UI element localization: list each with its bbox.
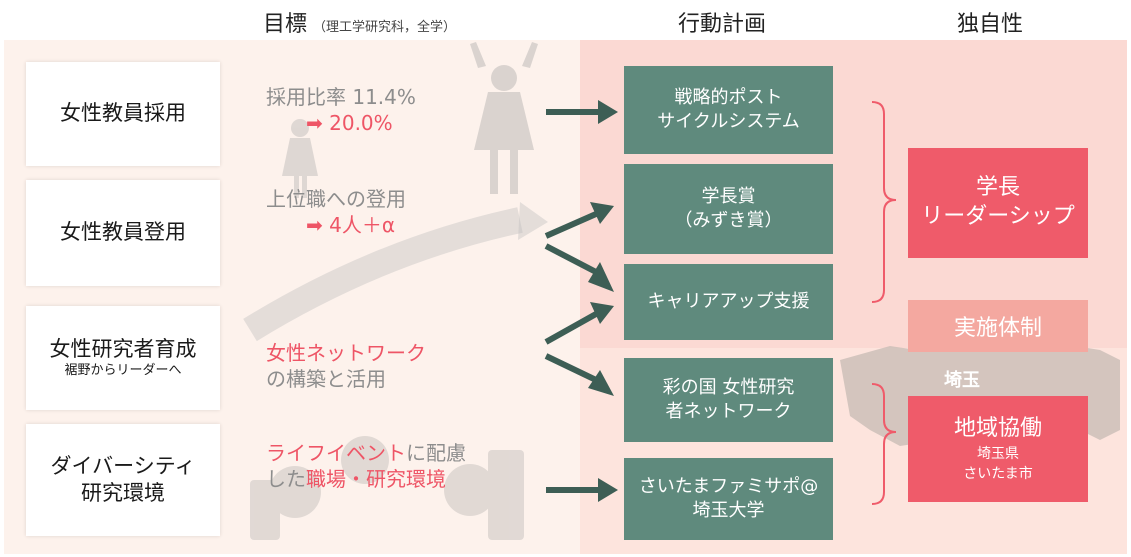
goals-header: 目標 （理工学研究科，全学） xyxy=(263,6,456,38)
unique-implementation-system: 実施体制 xyxy=(908,300,1088,352)
map-label: 埼玉 xyxy=(944,370,980,391)
left-box-researcher-development: 女性研究者育成 裾野からリーダーへ xyxy=(26,306,220,410)
arrow-promote-to-career xyxy=(544,243,598,275)
goal-promotion-line2: ➡ 4人＋α xyxy=(306,213,396,237)
goals-header-sub: （理工学研究科，全学） xyxy=(313,20,457,35)
goal-promotion-line1: 上位職への登用 xyxy=(266,187,406,211)
action-saitama-network: 彩の国 女性研究 者ネットワーク xyxy=(624,358,833,442)
flow-arrows xyxy=(544,100,618,502)
arrow-recruit-to-post-head xyxy=(598,100,618,124)
goal-environment-line2-pink: 職場・研究環境 xyxy=(306,467,446,491)
woman-figure-small xyxy=(282,119,318,198)
unique-regional-sub2: さいたま市 xyxy=(963,466,1033,483)
goal-network-line1: 女性ネットワーク xyxy=(266,341,426,365)
unique-header: 独自性 xyxy=(957,12,1024,37)
goal-network: 女性ネットワーク の構築と活用 xyxy=(266,340,426,392)
action-career-support: キャリアアップ支援 xyxy=(624,264,833,340)
goal-network-line2: の構築と活用 xyxy=(266,367,386,391)
action-president-award: 学長賞 （みずき賞） xyxy=(624,164,833,254)
goals-header-title: 目標 xyxy=(263,12,308,37)
left-box-recruitment: 女性教員採用 xyxy=(26,62,220,166)
goal-promotion: 上位職への登用 ➡ 4人＋α xyxy=(266,186,406,238)
actions-header: 行動計画 xyxy=(678,12,767,37)
unique-regional-collaboration: 地域協働 埼玉県 さいたま市 xyxy=(908,396,1088,502)
left-box-promotion: 女性教員登用 xyxy=(26,180,220,286)
left-box-diversity-label: ダイバーシティ 研究環境 xyxy=(50,453,196,505)
arrow-network-to-saitama-head xyxy=(588,370,614,396)
goal-environment-line2: した職場・研究環境 xyxy=(266,466,466,492)
career-path-arrow xyxy=(243,207,523,342)
goal-recruitment: 採用比率 11.4% ➡ 20.0% xyxy=(266,84,416,136)
action-family-support: さいたまファミサポ@ 埼玉大学 xyxy=(624,458,833,540)
unique-regional-title: 地域協働 xyxy=(953,415,1042,441)
action-strategic-post: 戦略的ポスト サイクルシステム xyxy=(624,66,833,154)
arrow-promote-to-award xyxy=(544,211,598,239)
goal-recruitment-line1: 採用比率 11.4% xyxy=(266,85,416,109)
goal-environment-line1-pink: ライフイベント xyxy=(266,441,406,465)
community-figures xyxy=(250,436,524,540)
arrow-diversity-to-famisapo-head xyxy=(598,478,618,502)
left-box-researcher-development-sub: 裾野からリーダーへ xyxy=(64,363,182,379)
left-box-recruitment-label: 女性教員採用 xyxy=(60,101,186,126)
unique-regional-sub1: 埼玉県 xyxy=(977,446,1019,463)
bracket-upper xyxy=(871,101,897,303)
career-path-arrowhead xyxy=(518,202,548,240)
goal-environment: ライフイベントに配慮 した職場・研究環境 xyxy=(266,440,466,492)
left-box-researcher-development-label: 女性研究者育成 xyxy=(49,336,197,361)
bracket-lower xyxy=(871,383,897,505)
unique-leadership: 学長 リーダーシップ xyxy=(908,148,1088,258)
goal-environment-line1: ライフイベントに配慮 xyxy=(266,440,466,466)
goal-environment-line2-a: した xyxy=(266,467,306,491)
woman-figure-large xyxy=(470,42,538,194)
arrow-promote-to-career-head xyxy=(588,262,614,292)
arrow-network-to-career xyxy=(544,311,598,345)
left-box-diversity: ダイバーシティ 研究環境 xyxy=(26,424,220,536)
arrow-network-to-saitama xyxy=(544,353,598,383)
arrow-network-to-career-head xyxy=(590,302,614,324)
arrow-promote-to-award-head xyxy=(590,202,614,224)
unique-leadership-line2: リーダーシップ xyxy=(921,204,1075,229)
unique-leadership-line1: 学長 xyxy=(975,175,1020,201)
goal-recruitment-line2: ➡ 20.0% xyxy=(306,111,393,135)
left-box-promotion-label: 女性教員登用 xyxy=(60,220,186,245)
goal-environment-line1-rest: に配慮 xyxy=(406,441,466,465)
